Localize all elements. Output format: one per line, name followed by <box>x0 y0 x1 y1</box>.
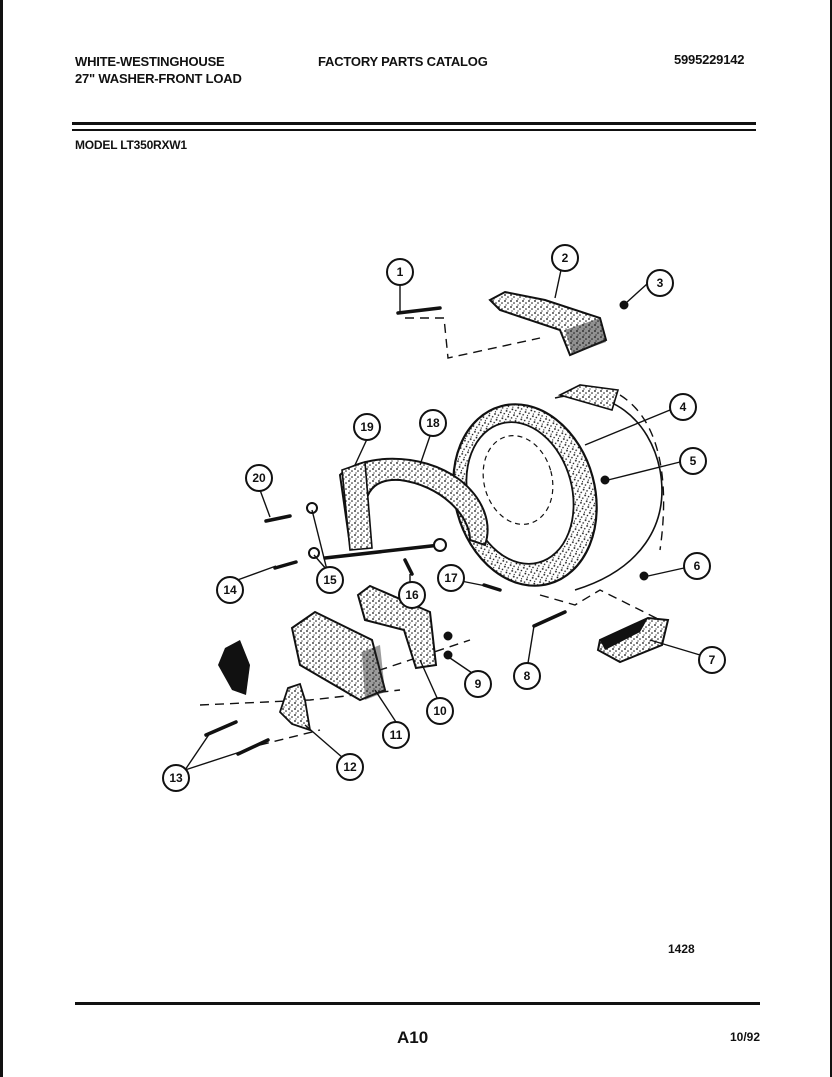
callout-19 <box>353 413 381 441</box>
product-name: 27" WASHER-FRONT LOAD <box>75 71 242 86</box>
callout-number: 19 <box>360 420 374 434</box>
screws-and-bolts <box>204 306 567 756</box>
callout-9 <box>464 670 492 698</box>
footer-date: 10/92 <box>730 1030 761 1044</box>
header-rule-top <box>72 122 756 125</box>
page-code: A10 <box>397 1028 429 1047</box>
footer-rule <box>75 1002 760 1005</box>
callout-number: 5 <box>690 454 697 468</box>
callout-12 <box>336 753 364 781</box>
callout-4 <box>669 393 697 421</box>
callout-number: 4 <box>680 400 687 414</box>
callout-14 <box>216 576 244 604</box>
callout-20 <box>245 464 273 492</box>
callout-15 <box>316 566 344 594</box>
callout-number: 11 <box>390 728 403 742</box>
washers-and-nuts <box>306 300 649 660</box>
callout-number: 7 <box>709 653 716 667</box>
foot-bracket-7 <box>596 616 670 664</box>
callout-11 <box>382 721 410 749</box>
brand-name: WHITE-WESTINGHOUSE <box>75 54 225 69</box>
callout-number: 17 <box>444 571 458 585</box>
callout-number: 6 <box>694 559 701 573</box>
callout-3 <box>646 269 674 297</box>
callout-10 <box>426 697 454 725</box>
callout-number: 9 <box>475 677 482 691</box>
page-left-border <box>0 0 3 1077</box>
callout-7 <box>698 646 726 674</box>
callout-number: 2 <box>562 251 569 265</box>
callout-5 <box>679 447 707 475</box>
counterweight-11 <box>290 610 387 702</box>
callout-number: 18 <box>426 416 440 430</box>
model-number: MODEL LT350RXW1 <box>75 138 187 152</box>
tub-ring-4 <box>452 384 663 591</box>
callout-number: 12 <box>343 760 357 774</box>
callout-18 <box>419 409 447 437</box>
callout-number: 1 <box>397 265 404 279</box>
callout-16 <box>398 581 426 609</box>
hinge-bracket-2 <box>488 290 608 357</box>
callout-bubbles <box>162 244 726 792</box>
callout-number: 20 <box>252 471 266 485</box>
callout-8 <box>513 662 541 690</box>
callout-number: 16 <box>405 588 419 602</box>
callout-6 <box>683 552 711 580</box>
catalog-number: 5995229142 <box>674 52 745 67</box>
callout-number: 3 <box>657 276 664 290</box>
callout-number: 10 <box>433 704 447 718</box>
callout-1 <box>386 258 414 286</box>
callout-2 <box>551 244 579 272</box>
callout-13 <box>162 764 190 792</box>
bracket-12 <box>218 640 312 732</box>
catalog-title: FACTORY PARTS CATALOG <box>318 54 488 69</box>
leader-lines <box>184 269 701 771</box>
front-panel-arch-18-19 <box>338 457 489 551</box>
callout-number: 8 <box>524 669 531 683</box>
diagram-reference-code: 1428 <box>668 942 695 956</box>
callout-number: 13 <box>169 771 183 785</box>
callout-number: 14 <box>223 583 237 597</box>
header-rule-bottom <box>72 129 756 131</box>
callout-numbers: 1 2 3 4 5 6 7 8 9 10 11 12 13 14 15 16 1… <box>169 251 715 785</box>
callout-17 <box>437 564 465 592</box>
page-right-border <box>830 0 832 1077</box>
callout-number: 15 <box>323 573 337 587</box>
